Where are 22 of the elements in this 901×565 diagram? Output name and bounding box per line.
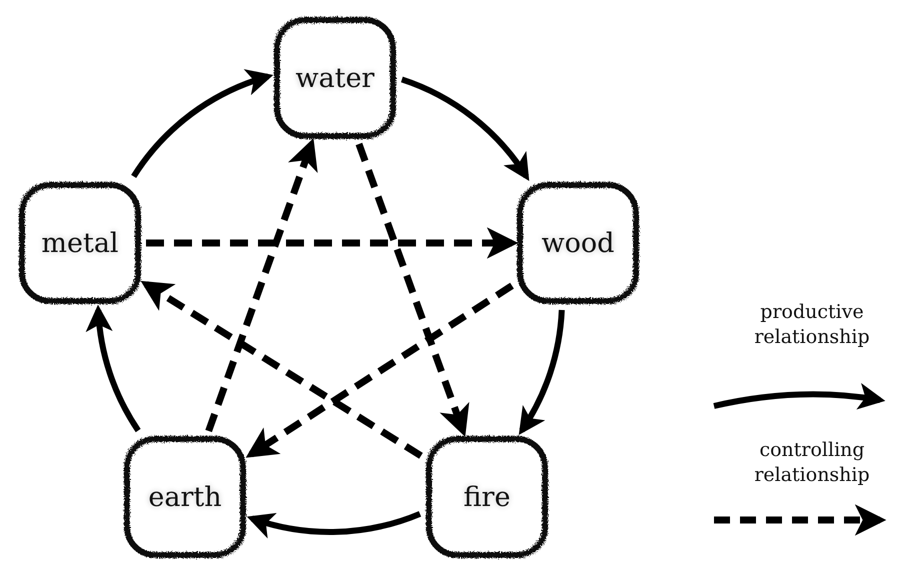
element-box — [273, 16, 397, 140]
arrow — [140, 280, 423, 459]
element-name: water — [296, 62, 374, 94]
element-box — [516, 181, 640, 305]
element-name: wood — [542, 228, 614, 258]
element-box — [18, 181, 142, 305]
arrow — [356, 142, 470, 437]
element-name: fire — [464, 482, 510, 512]
arrow — [86, 304, 141, 432]
arrow — [400, 76, 530, 181]
element-box — [123, 435, 247, 559]
arrow — [246, 511, 421, 538]
legend-text: controlling relationship — [753, 438, 871, 488]
legend-text: productive relationship — [753, 300, 871, 350]
arrow — [205, 138, 318, 432]
element-box — [425, 435, 549, 559]
element-name: earth — [148, 482, 222, 512]
arrow — [246, 282, 514, 458]
arrow — [131, 70, 274, 178]
element-name: metal — [41, 228, 119, 258]
arrow — [146, 227, 518, 259]
arrow — [519, 310, 565, 436]
